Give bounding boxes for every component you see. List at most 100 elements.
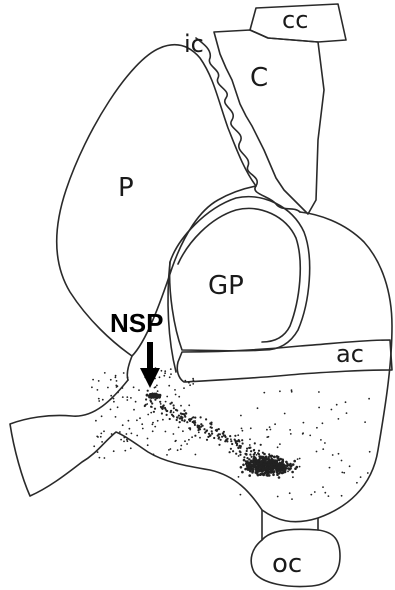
- neuron-dot: [151, 406, 153, 408]
- neuron-dot: [318, 391, 320, 393]
- neuron-dot: [176, 409, 178, 411]
- neuron-dot: [188, 382, 190, 384]
- neuron-dot: [158, 395, 161, 398]
- neuron-dot: [277, 463, 279, 465]
- neuron-dot: [156, 385, 158, 387]
- neuron-dot: [170, 368, 172, 370]
- neuron-dot: [267, 471, 269, 473]
- neuron-dot: [242, 464, 245, 467]
- neuron-dot: [269, 460, 271, 462]
- neuron-dot: [153, 411, 155, 413]
- neuron-dot: [258, 455, 260, 457]
- neuron-dot: [146, 394, 149, 397]
- neuron-dot: [284, 413, 286, 415]
- neuron-dot: [157, 390, 159, 392]
- neuron-dot: [93, 445, 95, 447]
- neuron-dot: [183, 410, 185, 412]
- neuron-dot: [111, 433, 113, 435]
- neuron-dot: [291, 471, 294, 474]
- neuron-dot: [349, 465, 351, 467]
- neuron-scatter: [91, 367, 371, 500]
- neuron-dot: [320, 439, 322, 441]
- neuron-dot: [316, 451, 318, 453]
- neuron-dot: [237, 434, 239, 436]
- neuron-dot: [126, 396, 128, 398]
- neuron-dot: [107, 387, 109, 389]
- neuron-dot: [262, 452, 264, 454]
- neuron-dot: [162, 407, 164, 409]
- neuron-dot: [179, 421, 181, 423]
- neuron-dot: [322, 422, 324, 424]
- neuron-dot: [229, 451, 231, 453]
- label-gp: GP: [208, 271, 244, 301]
- neuron-dot: [261, 460, 263, 462]
- neuron-dot: [258, 458, 261, 461]
- neuron-dot: [241, 428, 243, 430]
- neuron-dot: [259, 469, 262, 472]
- neuron-dot: [171, 402, 173, 404]
- neuron-dot: [241, 471, 244, 474]
- neuron-dot: [151, 392, 153, 394]
- neuron-dot: [248, 464, 251, 467]
- neuron-dot: [273, 470, 276, 473]
- neuron-dot: [122, 424, 124, 426]
- neuron-dot: [242, 430, 244, 432]
- neuron-dot: [251, 456, 253, 458]
- neuron-dot: [181, 419, 183, 421]
- neuron-dot: [154, 399, 156, 401]
- neuron-dot: [169, 418, 171, 420]
- neuron-dot: [252, 468, 255, 471]
- neuron-dot: [126, 433, 128, 435]
- neuron-dot: [238, 455, 240, 457]
- neuron-dot: [192, 378, 194, 380]
- neuron-dot: [206, 439, 208, 441]
- neuron-dot: [136, 435, 138, 437]
- neuron-dot: [229, 435, 231, 437]
- neuron-dot: [276, 473, 279, 476]
- neuron-dot: [151, 402, 153, 404]
- neuron-dot: [277, 496, 279, 498]
- neuron-dot: [328, 495, 330, 497]
- neuron-dot: [173, 404, 175, 406]
- neuron-dot: [255, 460, 257, 462]
- neuron-dot: [242, 442, 244, 444]
- neuron-dot: [268, 463, 271, 466]
- neuron-dot: [240, 415, 242, 417]
- neuron-dot: [127, 440, 129, 442]
- neuron-dot: [263, 459, 265, 461]
- neuron-dot: [150, 412, 152, 414]
- neuron-dot: [223, 435, 225, 437]
- neuron-dot: [269, 471, 272, 474]
- neuron-dot: [314, 491, 316, 493]
- neuron-dot: [169, 376, 171, 378]
- neuron-dot: [165, 401, 167, 403]
- neuron-dot: [91, 386, 93, 388]
- neuron-dot: [174, 440, 176, 442]
- neuron-dot: [146, 403, 148, 405]
- neuron-dot: [97, 389, 99, 391]
- neuron-dot: [183, 387, 185, 389]
- neuron-dot: [147, 444, 149, 446]
- neuron-dot: [217, 435, 219, 437]
- neuron-dot: [98, 380, 100, 382]
- neuron-dot: [206, 429, 208, 431]
- neuron-dot: [210, 426, 212, 428]
- neuron-dot: [113, 401, 115, 403]
- neuron-dot: [274, 456, 276, 458]
- neuron-dot: [120, 439, 122, 441]
- neuron-dot: [272, 474, 275, 477]
- neuron-dot: [292, 476, 294, 478]
- neuron-dot: [255, 470, 258, 473]
- neuron-dot: [239, 454, 241, 456]
- label-cc: cc: [282, 6, 308, 34]
- neuron-dot: [189, 384, 191, 386]
- neuron-dot: [346, 412, 348, 414]
- neuron-dot: [115, 375, 117, 377]
- neuron-dot: [274, 423, 276, 425]
- neuron-dot: [291, 498, 293, 500]
- neuron-dot: [183, 420, 185, 422]
- neuron-dot: [249, 454, 251, 456]
- neuron-dot: [162, 419, 164, 421]
- neuron-dot: [154, 395, 157, 398]
- neuron-dot: [192, 417, 194, 419]
